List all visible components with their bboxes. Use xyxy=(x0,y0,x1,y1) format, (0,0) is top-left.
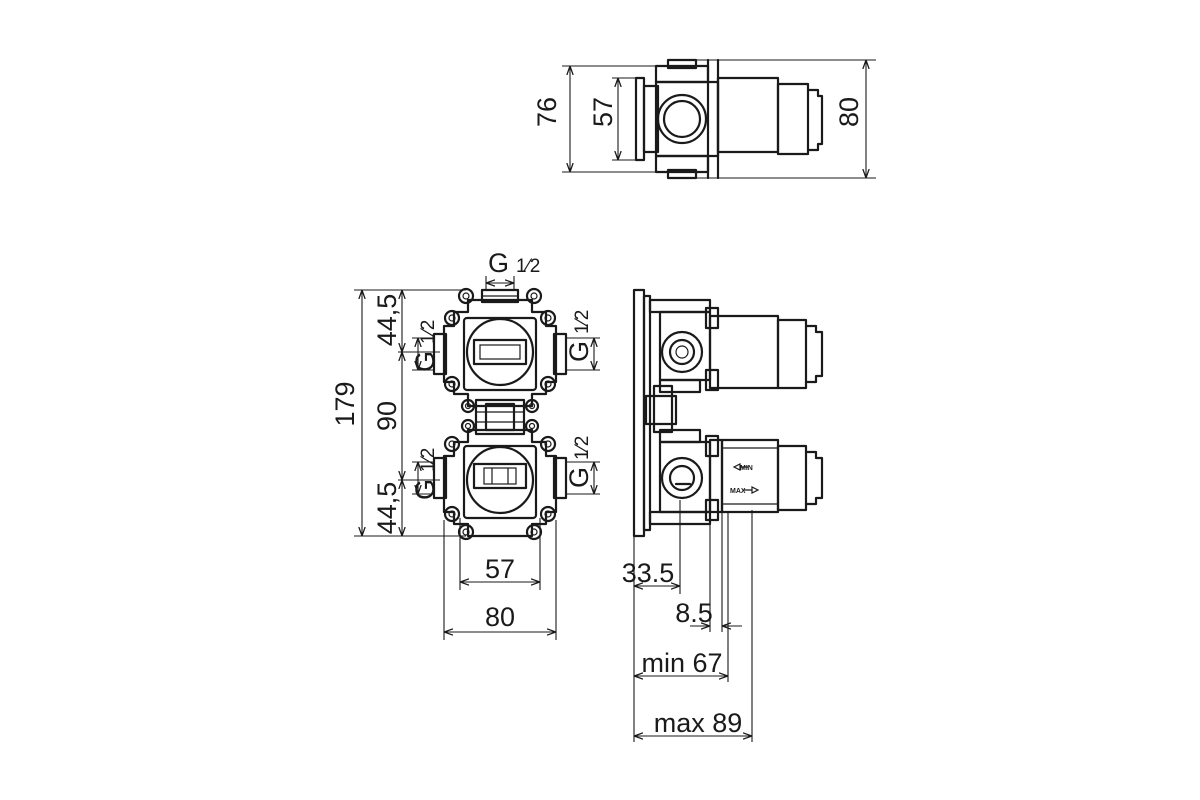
side-dim-33-5: 33.5 xyxy=(622,558,675,588)
top-dim-80: 80 xyxy=(834,97,864,127)
right-lower-connection-label: G 1⁄2 xyxy=(564,436,594,488)
right-upper-connection-label: G 1⁄2 xyxy=(564,310,594,362)
scale-min-label: MIN xyxy=(740,465,753,472)
front-dim-179: 179 xyxy=(330,381,360,426)
front-dim-top-44-5: 44,5 xyxy=(372,294,402,347)
side-view: MIN MAX 33.5 8.5 min 67 max 89 xyxy=(622,288,824,742)
front-dim-90: 90 xyxy=(372,401,402,431)
left-upper-connection-label: G 1⁄2 xyxy=(410,320,440,372)
top-connection-label: G 1⁄2 xyxy=(488,248,540,278)
side-dim-8-5: 8.5 xyxy=(675,598,713,628)
side-dim-min-67: min 67 xyxy=(641,648,722,678)
top-dim-57: 57 xyxy=(588,97,618,127)
scale-max-label: MAX xyxy=(730,488,746,495)
front-view: G 1⁄2 G 1⁄2 G 1⁄2 G 1⁄2 G xyxy=(330,248,600,640)
top-view-body xyxy=(634,58,824,180)
front-dim-57: 57 xyxy=(485,554,515,584)
front-dim-bottom-44-5: 44,5 xyxy=(372,482,402,535)
front-dim-80: 80 xyxy=(485,602,515,632)
top-dim-76: 76 xyxy=(532,97,562,127)
front-view-body xyxy=(432,287,568,541)
side-view-body xyxy=(632,288,824,538)
left-lower-connection-label: G 1⁄2 xyxy=(410,448,440,500)
top-view: 76 57 80 xyxy=(532,58,876,180)
side-dim-max-89: max 89 xyxy=(654,708,743,738)
